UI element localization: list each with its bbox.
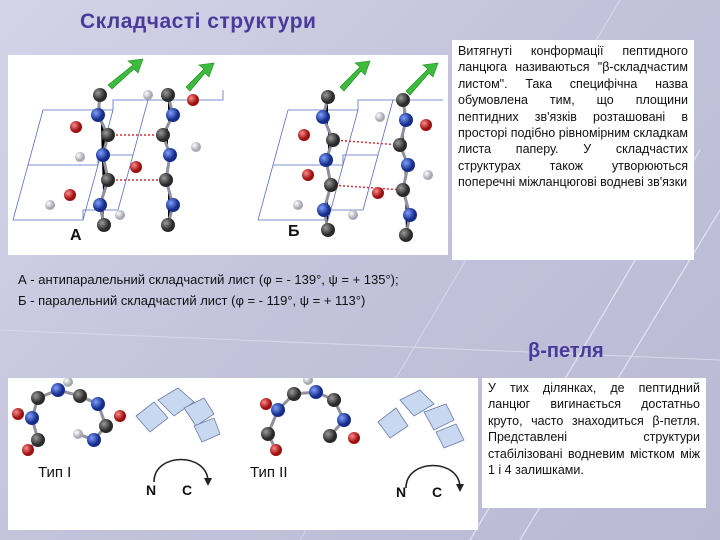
turn-ribbon-type2 [377,389,465,449]
turn-type2-atoms [260,375,360,456]
turn-type2-label: Тип II [250,464,288,481]
sheet-a-label: А [70,227,82,244]
turn-type1-atoms [12,377,126,456]
turn-type2-n: N [396,484,407,500]
turn-type1-n: N [146,482,157,498]
turn-type1-label: Тип I [38,464,72,481]
sheet-a-atoms [45,88,201,232]
turn-type2-c: C [432,484,443,500]
sheet-b-atoms [293,90,433,242]
beta-sheet-illustration [12,58,443,242]
turn-arcs [153,458,461,489]
slide-title: Складчасті структури [80,10,317,33]
turn-ribbon-type1 [135,387,221,443]
sheet-b-label: Б [288,223,300,240]
turn-arrow-type2 [456,484,464,492]
angles-parallel: Б - паралельний складчастий лист (φ = - … [18,293,366,308]
loop-description: У тих ділянках, де пептидний ланцюг виги… [482,378,706,508]
beta-turn-illustration [12,375,465,492]
sheet-b [257,99,443,221]
turn-arrow-type1 [204,478,212,486]
sheet-description: Витягнуті конформації пептидного ланцюга… [452,40,694,260]
turn-type1-c: C [182,482,193,498]
beta-turn-figure: Тип I Тип II N C N C [8,375,478,530]
angles-antiparallel: А - антипаралельний складчастий лист (φ … [18,272,399,287]
direction-arrows [107,58,439,96]
beta-sheet-figure: А Б [8,55,448,255]
sheet-a [12,90,224,221]
beta-loop-title: β-петля [528,340,604,362]
